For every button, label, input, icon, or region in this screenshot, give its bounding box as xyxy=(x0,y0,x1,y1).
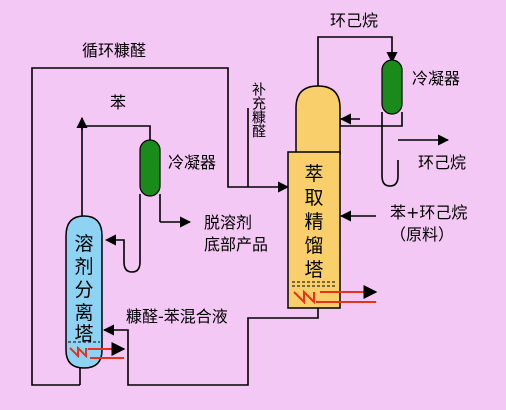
cyclohexane-right-label: 环己烷 xyxy=(418,153,466,172)
mixture-line xyxy=(102,307,319,386)
separation-column-char-1: 溶 xyxy=(74,233,93,255)
extractive-column-char-3: 精 xyxy=(304,211,323,233)
separation-column-char-2: 剂 xyxy=(74,256,93,278)
condenser-left-outlet xyxy=(104,194,141,273)
condenser-left xyxy=(139,139,161,197)
extractive-column-char-5: 塔 xyxy=(304,259,323,281)
heater-coil-separation xyxy=(69,345,87,359)
cyclohexane-top-label: 环己烷 xyxy=(330,11,378,30)
recycle-furfural-label: 循环糠醛 xyxy=(82,41,146,60)
condenser-right-label: 冷凝器 xyxy=(412,69,460,88)
benzene-label: 苯 xyxy=(110,93,126,112)
condenser-right-outlet xyxy=(381,112,399,187)
mixture-label: 糠醛-苯混合液 xyxy=(126,307,228,326)
recycle-furfural-line xyxy=(31,67,290,386)
separation-column: 溶 剂 分 离 塔 xyxy=(65,215,126,369)
extractive-column-char-2: 取 xyxy=(304,187,323,209)
makeup-furfural-label: 补充糠醛 xyxy=(250,82,266,138)
extractive-column: 萃 取 精 馏 塔 xyxy=(287,85,378,309)
separation-column-char-5: 塔 xyxy=(74,323,93,345)
feed-label-line2: （原料） xyxy=(390,225,454,244)
bottom-product-label: 底部产品 xyxy=(204,235,268,254)
feed-label-line1: 苯+环己烷 xyxy=(390,203,467,222)
condenser-left-feed xyxy=(82,125,151,140)
desolvent-label: 脱溶剂 xyxy=(204,213,252,232)
separation-column-char-4: 离 xyxy=(74,302,93,324)
extractive-column-char-4: 馏 xyxy=(304,235,323,257)
condenser-left-label: 冷凝器 xyxy=(168,153,216,172)
heater-coil-extractive xyxy=(293,289,315,305)
condenser-right xyxy=(381,59,403,115)
separation-column-char-3: 分 xyxy=(74,279,93,301)
overhead-line-extractive xyxy=(317,36,398,90)
extractive-column-char-1: 萃 xyxy=(304,163,323,185)
